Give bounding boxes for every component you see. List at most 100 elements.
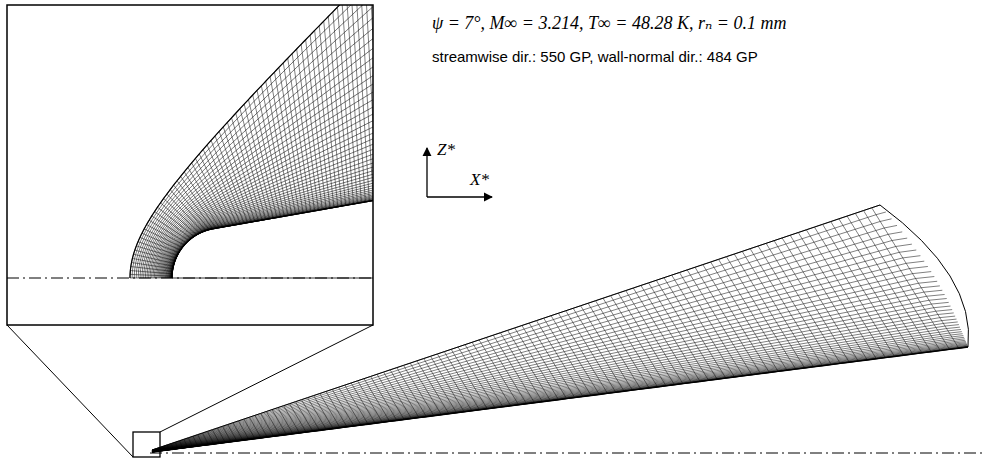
grid-line: [158, 207, 194, 236]
grid-line: [279, 67, 303, 212]
grid-line: [664, 278, 726, 378]
grid-line: [140, 5, 373, 278]
grid-line: [136, 5, 373, 278]
grid-line: [656, 280, 717, 379]
grid-line: [169, 169, 373, 278]
grid-line: [633, 288, 691, 383]
grid-line: [181, 176, 216, 228]
grid-line: [544, 318, 591, 395]
grid-line: [790, 235, 867, 360]
grid-line: [152, 306, 951, 451]
grid-line: [774, 241, 849, 363]
grid-line: [310, 35, 330, 208]
grid-line: [342, 5, 357, 203]
grid-line: [215, 136, 248, 223]
grid-line: [297, 49, 319, 210]
grid-line: [301, 44, 322, 209]
grid-line: [130, 271, 172, 274]
grid-line: [596, 301, 650, 388]
grid-line: [360, 5, 373, 201]
grid-line: [831, 222, 913, 355]
grid-line: [130, 5, 373, 278]
grid-line: [529, 323, 575, 398]
grid-line: [244, 419, 255, 439]
grid-line: [742, 251, 813, 366]
grid-line: [142, 5, 373, 278]
grid-line: [345, 385, 368, 424]
grid-line: [261, 413, 274, 436]
grid-line: [315, 30, 334, 207]
grid-line: [253, 95, 281, 217]
grid-line: [424, 359, 457, 413]
grid-line: [132, 5, 373, 278]
grid-line: [458, 347, 495, 408]
x-axis-arrow: [427, 196, 492, 197]
grid-line: [371, 376, 397, 420]
grid-line: [202, 433, 208, 445]
grid-line: [365, 5, 373, 200]
grid-line: [703, 265, 770, 373]
grid-line: [351, 383, 375, 423]
grid-line: [377, 374, 404, 419]
grid-line: [149, 220, 186, 243]
grid-line: [147, 225, 185, 246]
grid-line: [145, 18, 373, 278]
grid-line: [558, 313, 607, 393]
grid-line: [153, 68, 373, 278]
grid-line: [493, 335, 534, 403]
grid-line: [152, 339, 965, 452]
grid-line: [219, 131, 251, 222]
grid-line: [152, 334, 963, 452]
grid-line: [872, 208, 959, 348]
grid-line: [211, 140, 244, 223]
grid-line: [163, 133, 373, 278]
grid-line: [131, 267, 173, 272]
grid-line: [167, 445, 169, 450]
z-axis-arrow: [426, 148, 427, 197]
grid-line: [175, 442, 178, 448]
inset-mesh: [130, 5, 373, 278]
grid-line: [390, 370, 419, 418]
grid-line: [184, 439, 188, 447]
grid-line: [171, 444, 173, 450]
inset-frame: [7, 5, 373, 325]
grid-line: [486, 338, 526, 404]
grid-line: [152, 332, 962, 452]
grid-line: [192, 163, 227, 227]
grid-line: [255, 415, 267, 437]
grid-line: [164, 198, 200, 233]
grid-line: [364, 379, 390, 422]
grid-line: [687, 270, 752, 375]
grid-line: [284, 406, 300, 433]
grid-line: [465, 345, 503, 407]
grid-line: [152, 347, 968, 452]
grid-line: [152, 347, 968, 452]
grid-line: [138, 242, 177, 256]
grid-line: [188, 167, 223, 227]
grid-line: [167, 194, 203, 232]
grid-line: [798, 233, 876, 359]
grid-line: [184, 172, 219, 228]
grid-line: [695, 267, 761, 373]
centerline: [150, 453, 985, 454]
grid-line: [566, 311, 616, 393]
grid-line: [839, 219, 922, 353]
grid-line: [152, 327, 960, 452]
grid-line: [132, 263, 173, 269]
grid-line: [177, 181, 213, 229]
grid-line: [134, 5, 373, 278]
grid-line: [278, 408, 293, 434]
grid-line: [203, 149, 237, 224]
grid-line: [328, 17, 345, 206]
grid-line: [880, 205, 969, 347]
grid-line: [758, 246, 831, 365]
grid-line: [333, 12, 350, 205]
grid-line: [223, 127, 255, 222]
grid-line: [152, 347, 968, 452]
grid-line: [132, 258, 173, 266]
grid-line: [212, 430, 219, 444]
grid-line: [319, 26, 338, 207]
grid-line: [266, 412, 280, 436]
grid-line: [199, 154, 233, 225]
grid-line: [522, 326, 567, 399]
